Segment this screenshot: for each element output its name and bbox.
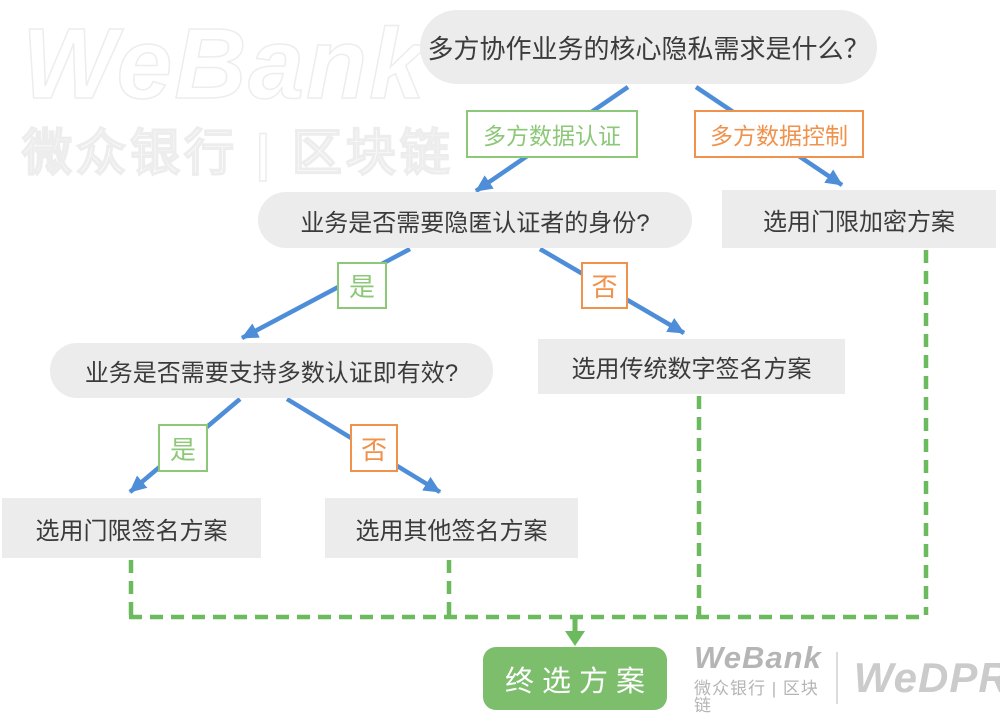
threshold-encryption-node: 选用门限加密方案 xyxy=(722,190,996,248)
no-label-majority: 否 xyxy=(350,424,398,472)
yes-label-majority: 是 xyxy=(158,424,208,472)
traditional-signature-node: 选用传统数字签名方案 xyxy=(538,339,845,394)
webank-watermark-logo: WeBank xyxy=(21,8,427,120)
question-hide-identity-node: 业务是否需要隐匿认证者的身份? xyxy=(258,192,692,248)
branch-label-data-control: 多方数据控制 xyxy=(694,110,864,158)
webank-watermark-tagline: 微众银行 | 区块链 xyxy=(21,125,454,181)
no-label-identity: 否 xyxy=(581,262,628,309)
webank-footer-tagline: 微众银行 | 区块链 xyxy=(694,679,819,715)
webank-footer-logo: WeBank xyxy=(694,640,822,675)
final-scheme-node: 终选方案 xyxy=(483,647,667,710)
footer-branding: WeBank 微众银行 | 区块链 WeDPR xyxy=(694,642,1000,714)
final-arrow-head xyxy=(565,631,585,646)
watermark: WeBank 微众银行 | 区块链 xyxy=(21,8,454,181)
threshold-signature-node: 选用门限签名方案 xyxy=(2,498,261,558)
branch-label-data-authentication: 多方数据认证 xyxy=(466,110,638,158)
question-majority-valid-node: 业务是否需要支持多数认证即有效? xyxy=(50,343,493,398)
footer-divider xyxy=(835,652,838,704)
wedpr-logo: WeDPR xyxy=(853,654,1000,701)
other-signature-node: 选用其他签名方案 xyxy=(325,498,578,558)
yes-label-identity: 是 xyxy=(337,262,387,309)
root-question-node: 多方协作业务的核心隐私需求是什么？ xyxy=(420,10,877,84)
